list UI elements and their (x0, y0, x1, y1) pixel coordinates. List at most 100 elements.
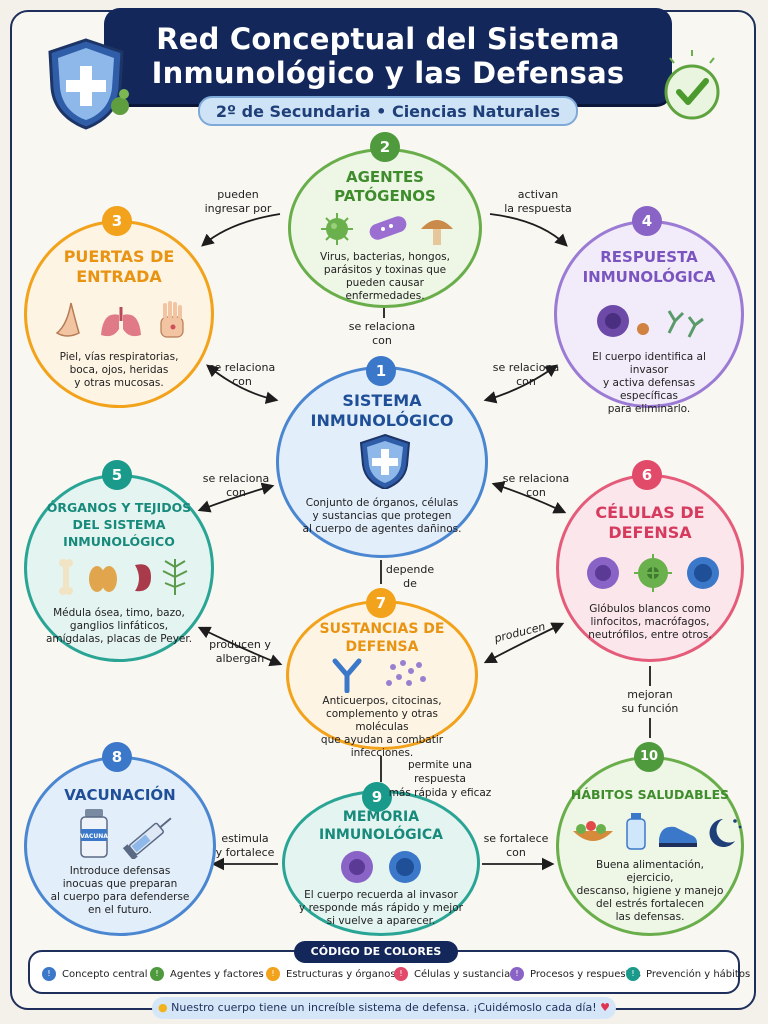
node-title: INMUNOLÓGICO (63, 534, 175, 549)
edge-line-2-4 (489, 213, 568, 247)
legend-item: !Estructuras y órganos (266, 967, 396, 983)
shield-logo-icon (48, 38, 129, 130)
legend-title: CÓDIGO DE COLORES (294, 941, 458, 963)
syringe-icon (122, 817, 172, 861)
legend-dot-icon: ! (266, 967, 280, 981)
sneaker-icon (659, 826, 697, 847)
node-icons (559, 811, 742, 851)
node-description: Buena alimentación, ejercicio,descanso, … (576, 859, 724, 923)
fungus-icon (421, 220, 453, 245)
node-icons (291, 207, 479, 251)
bacteria-icon (369, 216, 407, 240)
node-puertas-de-entrada: PUERTAS DE ENTRADA Piel, vías respirator… (24, 220, 214, 408)
heart-icon: ♥ (600, 1001, 610, 1014)
edge-line-6-7 (483, 622, 565, 664)
node-number-badge: 6 (632, 460, 662, 490)
svg-text:VACUNA: VACUNA (80, 833, 108, 840)
node-icons (559, 551, 741, 595)
lightbulb-icon: ● (158, 1001, 168, 1014)
node-organos-y-tejidos: ÓRGANOS Y TEJIDOS DEL SISTEMA INMUNOLÓGI… (24, 474, 214, 662)
legend-dot-icon: ! (150, 967, 164, 981)
node-memoria-inmunologica: MEMORIA INMUNOLÓGICA El cuerpo recuerda … (282, 790, 480, 936)
molecules-icon (386, 660, 426, 686)
node-title: MEMORIA (342, 809, 420, 825)
node-number-badge: 2 (370, 132, 400, 162)
immune-cell-icon (597, 305, 649, 337)
node-title: SISTEMA (342, 391, 422, 410)
node-title: HÁBITOS SALUDABLES (570, 787, 730, 802)
node-title: INMUNOLÓGICA (319, 827, 443, 843)
edge-line-2-3 (201, 213, 281, 247)
virus-icon (321, 213, 353, 245)
shield-cross-icon (359, 433, 411, 491)
page-title-line1: Red Conceptual del Sistema (156, 22, 620, 56)
legend-dot-icon: ! (42, 967, 56, 981)
thymus-icon (89, 566, 117, 592)
node-number-badge: 8 (102, 742, 132, 772)
edge-line-3-1 (206, 364, 279, 404)
legend-dot-icon: ! (510, 967, 524, 981)
lymph-icon (162, 559, 188, 595)
node-description: Anticuerpos, citocinas,complemento y otr… (320, 695, 444, 759)
node-title: VACUNACIÓN (64, 786, 176, 804)
node-celulas-de-defensa: CÉLULAS DE DEFENSA Glóbulos blancos como… (556, 474, 744, 662)
node-respuesta-inmunologica: RESPUESTA INMUNOLÓGICA El cuerpo identif… (554, 220, 744, 415)
memory-cell-blue-icon (389, 851, 421, 883)
legend-item: !Agentes y factores (150, 967, 264, 983)
edge-line-4-1 (483, 364, 559, 404)
node-sustancias-de-defensa: SUSTANCIAS DE DEFENSA Anticuerpos, citoc… (286, 600, 478, 759)
node-number-badge: 10 (634, 742, 664, 772)
node-icons (279, 433, 485, 491)
legend-dot-icon: ! (626, 967, 640, 981)
node-title: INMUNOLÓGICA (582, 268, 716, 286)
node-title: SUSTANCIAS DE (319, 621, 445, 637)
node-icons (557, 299, 741, 343)
edge-line-5-1 (197, 482, 275, 513)
page-title-line2: Inmunológico y las Defensas (151, 56, 625, 90)
node-title: PATÓGENOS (334, 187, 436, 205)
antibody-icon (667, 310, 704, 338)
blue-cell-icon (687, 557, 719, 589)
node-habitos-saludables: HÁBITOS SALUDABLES Buena alimentación, e… (556, 756, 744, 936)
legend-item: !Prevención y hábitos (626, 967, 750, 983)
footer-message: ● Nuestro cuerpo tiene un increíble sist… (152, 997, 616, 1019)
node-title: CÉLULAS DE (595, 503, 705, 522)
lungs-icon (101, 307, 141, 337)
node-number-badge: 9 (362, 782, 392, 812)
legend-dot-icon: ! (394, 967, 408, 981)
legend-item: !Concepto central (42, 967, 148, 983)
node-title: INMUNOLÓGICO (310, 411, 454, 430)
node-description: Virus, bacterias, hongos,parásitos y tox… (320, 251, 450, 302)
node-agentes-patogenos: AGENTES PATÓGENOS Virus, bacterias, hong… (288, 148, 482, 308)
node-number-badge: 1 (366, 356, 396, 386)
node-title: PUERTAS DE (63, 247, 175, 266)
node-title: DEL SISTEMA (72, 517, 166, 532)
node-icons (27, 299, 211, 343)
water-bottle-icon (626, 813, 646, 850)
node-description: Médula ósea, timo, bazo,ganglios linfáti… (45, 607, 193, 645)
green-cell-icon (634, 554, 672, 592)
node-number-badge: 7 (366, 588, 396, 618)
node-title: ENTRADA (76, 267, 162, 286)
node-icons (289, 657, 475, 694)
hand-icon (160, 301, 184, 338)
bone-icon (59, 559, 73, 595)
node-title: DEFENSA (608, 523, 692, 542)
node-number-badge: 4 (632, 206, 662, 236)
